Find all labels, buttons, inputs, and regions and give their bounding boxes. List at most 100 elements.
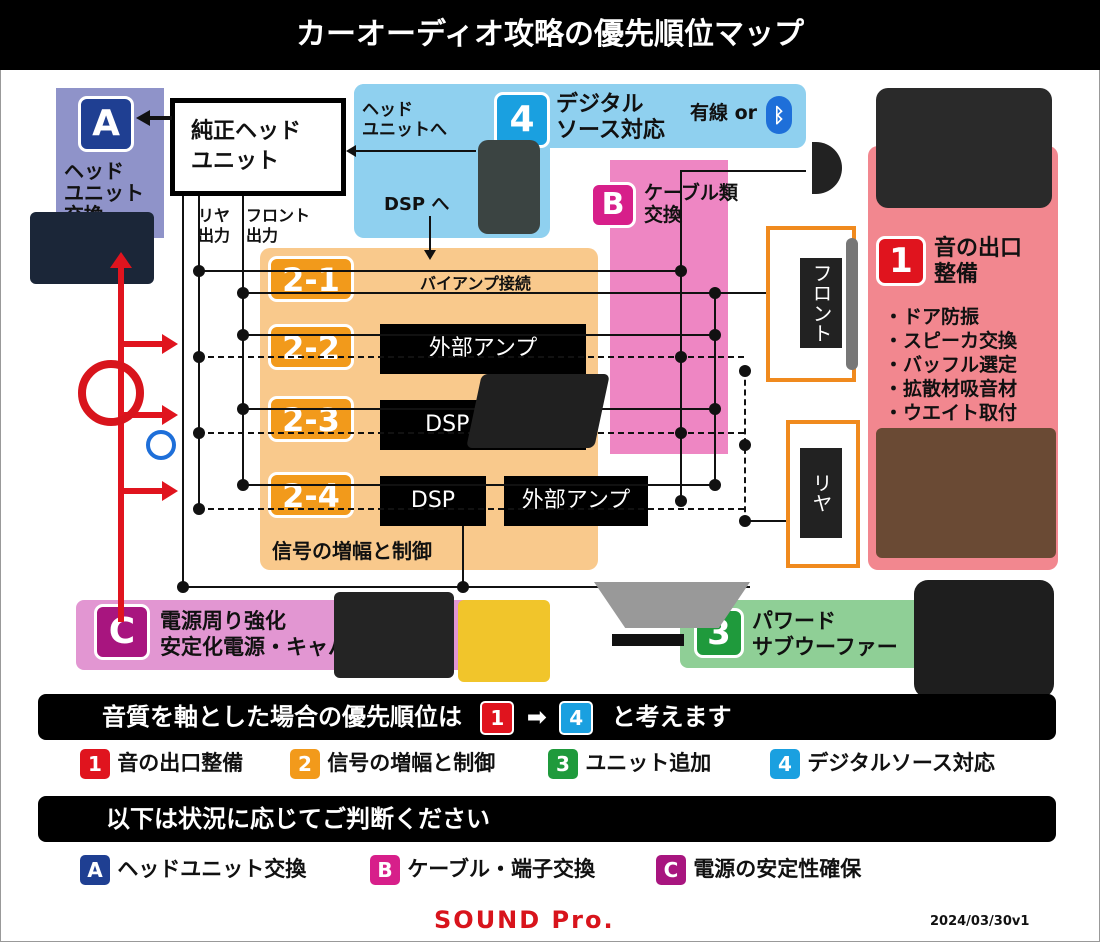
badge-c: C — [94, 604, 150, 660]
junction-dot — [675, 351, 687, 363]
arrow-head-icon — [346, 145, 356, 157]
priority-bar-suffix: と考えます — [611, 703, 732, 731]
situational-legend-item: A ヘッドユニット交換 — [80, 854, 306, 885]
situational-legend-badge: B — [370, 855, 400, 885]
wire — [182, 196, 184, 588]
badge-2-2: 2-2 — [268, 324, 354, 370]
arrow-line — [150, 116, 172, 120]
subwoofer-connector — [594, 582, 750, 628]
priority-bar-text: 音質を軸とした場合の優先順位は — [102, 703, 462, 731]
priority-legend-text: 音の出口整備 — [117, 751, 244, 775]
priority-from-badge: 1 — [480, 701, 515, 735]
arrow-up-icon — [110, 252, 132, 268]
junction-dot — [237, 479, 249, 491]
situational-bar: 以下は状況に応じてご判断ください — [38, 796, 1056, 842]
zone-1-item: ・ドア防振 — [884, 306, 980, 328]
zone-3-label: パワード サブウーファー — [752, 609, 898, 659]
power-cable-image — [78, 360, 144, 426]
bluetooth-icon: ᛒ — [766, 96, 792, 134]
stock-head-unit-label: 純正ヘッド ユニット — [191, 119, 302, 174]
arrow-right-icon — [162, 334, 178, 354]
zone-4-label: デジタル ソース対応 — [556, 92, 665, 143]
priority-legend-item: 4 デジタルソース対応 — [770, 748, 995, 779]
zone-2-label: 信号の増幅と制御 — [272, 539, 432, 563]
priority-legend-text: ユニット追加 — [585, 751, 712, 775]
arrow-right-icon — [162, 481, 178, 501]
junction-dot — [237, 403, 249, 415]
priority-legend-item: 3 ユニット追加 — [548, 748, 711, 779]
to-head-unit-label: ヘッド ユニットへ — [362, 100, 447, 140]
arrow-right-icon — [162, 405, 178, 425]
power-wire — [124, 488, 164, 494]
zone-1-label: 音の出口 整備 — [934, 236, 1023, 287]
junction-dot — [193, 265, 205, 277]
brand-logo: SOUND Pro. — [434, 906, 615, 934]
junction-dot — [675, 427, 687, 439]
priority-legend-text: 信号の増幅と制御 — [327, 751, 496, 775]
badge-2-4: 2-4 — [268, 472, 354, 518]
junction-dot — [739, 439, 751, 451]
wire-dashed — [198, 356, 744, 358]
situational-legend-item: C 電源の安定性確保 — [656, 854, 861, 885]
wire — [198, 270, 682, 272]
junction-dot — [709, 403, 721, 415]
junction-dot — [675, 265, 687, 277]
junction-dot — [709, 287, 721, 299]
power-wire — [124, 341, 164, 347]
junction-dot — [237, 329, 249, 341]
cable-image — [146, 430, 176, 460]
wire — [680, 170, 682, 506]
door-image — [876, 428, 1056, 558]
zone-1-item: ・ウエイト取付 — [884, 402, 1018, 424]
arrow-head-icon — [424, 250, 436, 260]
junction-dot — [457, 581, 469, 593]
priority-legend-badge: 2 — [290, 749, 320, 779]
priority-legend-item: 1 音の出口整備 — [80, 748, 243, 779]
junction-dot — [709, 479, 721, 491]
zone-b-label: ケーブル類 交換 — [644, 182, 738, 226]
situational-legend-badge: A — [80, 855, 110, 885]
situational-legend-badge: C — [656, 855, 686, 885]
arrow-line — [429, 216, 431, 252]
junction-dot — [193, 351, 205, 363]
zone-1-item: ・拡散材吸音材 — [884, 378, 1018, 400]
subwoofer-bar — [612, 634, 684, 646]
front-output-label: フロント 出力 — [246, 206, 311, 245]
junction-dot — [675, 495, 687, 507]
stock-head-unit: 純正ヘッド ユニット — [170, 98, 346, 196]
priority-legend-item: 2 信号の増幅と制御 — [290, 748, 495, 779]
power-wire — [124, 412, 164, 418]
speaker-cone — [846, 238, 858, 370]
junction-dot — [709, 329, 721, 341]
badge-1: 1 — [876, 236, 926, 286]
priority-legend-badge: 4 — [770, 749, 800, 779]
junction-dot — [193, 427, 205, 439]
junction-dot — [739, 515, 751, 527]
priority-legend-badge: 3 — [548, 749, 578, 779]
wire — [462, 526, 464, 588]
to-dsp-label: DSP へ — [384, 194, 450, 215]
situational-legend-text: ケーブル・端子交換 — [407, 857, 596, 881]
junction-dot — [193, 503, 205, 515]
zone-1-item: ・スピーカ交換 — [884, 330, 1018, 352]
wire-dashed — [198, 508, 744, 510]
battery-image — [458, 600, 550, 682]
power-unit-image — [334, 592, 454, 678]
speaker-set-image — [876, 88, 1052, 208]
version-label: 2024/03/30v1 — [930, 914, 1030, 929]
wired-label: 有線 or — [690, 102, 758, 124]
junction-dot — [177, 581, 189, 593]
head-unit-image — [30, 212, 154, 284]
priority-legend-text: デジタルソース対応 — [807, 751, 995, 775]
wire — [242, 484, 714, 486]
smartphone-image — [478, 140, 540, 234]
priority-to-badge: 4 — [559, 701, 594, 735]
page-title: カーオーディオ攻略の優先順位マップ — [0, 0, 1100, 70]
rear-speaker: リヤ — [800, 448, 842, 538]
badge-a: A — [78, 96, 134, 152]
zone-1-item: ・バッフル選定 — [884, 354, 1018, 376]
badge-4: 4 — [494, 92, 550, 148]
wire — [242, 292, 802, 294]
arrow-right-icon: ➡ — [526, 703, 547, 731]
external-amp-box: 外部アンプ — [380, 324, 586, 374]
